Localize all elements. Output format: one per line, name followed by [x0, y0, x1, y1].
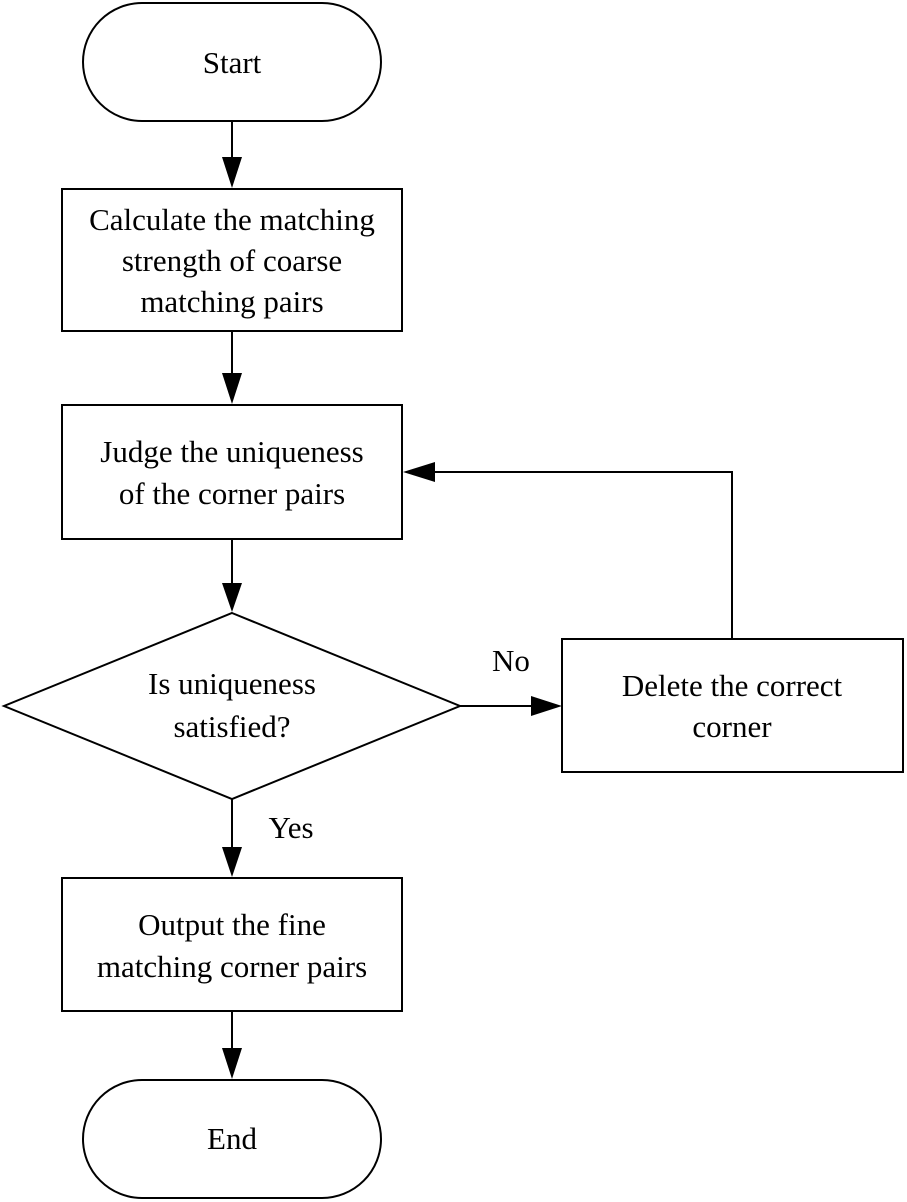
start-label: Start — [203, 45, 262, 80]
arrowhead — [403, 462, 435, 482]
calculate-line-2: strength of coarse — [122, 243, 342, 278]
delete-process-box — [561, 638, 904, 773]
end-terminator-shape — [82, 1079, 382, 1199]
start-node: Start — [82, 2, 382, 122]
arrowhead — [222, 847, 242, 877]
arrowhead — [222, 583, 242, 612]
delete-corner-node: Delete the correct corner — [561, 638, 904, 773]
judge-line-1: Judge the uniqueness — [100, 434, 363, 469]
arrow-judge-to-decision — [222, 539, 242, 612]
judge-process-box — [61, 404, 403, 540]
arrow-calculate-to-judge — [222, 331, 242, 404]
judge-uniqueness-node: Judge the uniqueness of the corner pairs — [61, 404, 403, 540]
arrow-decision-no-to-delete: No — [460, 643, 562, 716]
uniqueness-decision-node: Is uniqueness satisfied? — [1, 611, 463, 801]
calculate-line-3: matching pairs — [140, 284, 323, 319]
delete-line-1: Delete the correct — [622, 668, 843, 703]
decision-line-2: satisfied? — [173, 709, 290, 744]
output-line-1: Output the fine — [138, 907, 326, 942]
arrow-output-to-end — [222, 1011, 242, 1079]
output-process-box — [61, 877, 403, 1012]
arrowhead — [531, 696, 562, 716]
connector-line — [432, 471, 733, 639]
output-fine-matching-node: Output the fine matching corner pairs — [61, 877, 403, 1012]
arrow-start-to-calculate — [222, 121, 242, 188]
arrowhead — [222, 157, 242, 188]
arrowhead — [222, 1048, 242, 1079]
edge-label-yes: Yes — [268, 810, 313, 845]
arrowhead — [222, 373, 242, 404]
arrow-delete-loop-to-judge — [403, 462, 733, 639]
decision-line-1: Is uniqueness — [148, 666, 316, 701]
arrow-decision-yes-to-output: Yes — [222, 799, 314, 877]
calculate-matching-strength-node: Calculate the matching strength of coars… — [61, 188, 403, 332]
decision-diamond-shape — [1, 611, 463, 801]
end-node: End — [82, 1079, 382, 1199]
delete-line-2: corner — [692, 709, 772, 744]
calculate-process-box — [61, 188, 403, 332]
judge-line-2: of the corner pairs — [119, 476, 345, 511]
edge-label-no: No — [492, 643, 530, 678]
output-line-2: matching corner pairs — [97, 949, 367, 984]
calculate-line-1: Calculate the matching — [89, 202, 375, 237]
end-label: End — [207, 1121, 257, 1156]
